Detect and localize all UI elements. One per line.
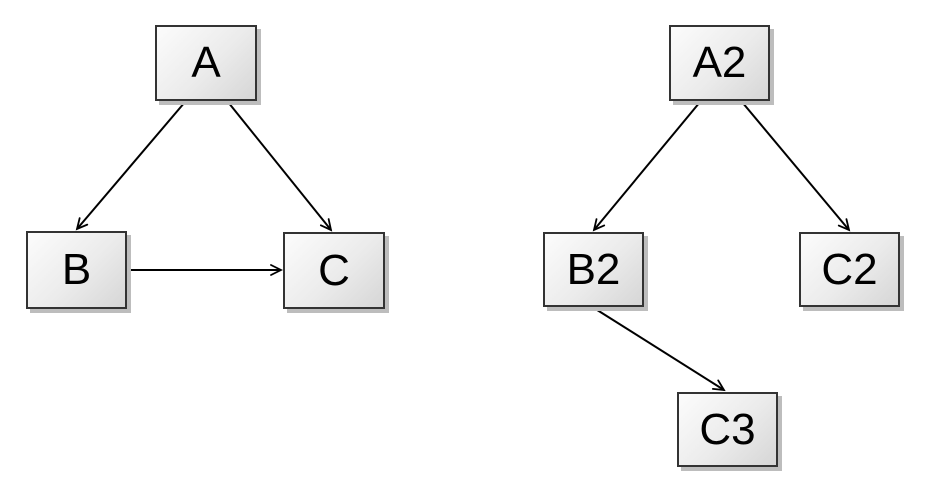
node-B2: B2 bbox=[543, 232, 644, 307]
node-C2: C2 bbox=[799, 232, 900, 307]
node-A2-label: A2 bbox=[692, 38, 747, 87]
node-C-label: C bbox=[318, 245, 350, 295]
node-B-label: B bbox=[61, 245, 92, 294]
edge-A2-B2 bbox=[594, 101, 701, 230]
node-C3: C3 bbox=[677, 392, 778, 467]
edge-A-C bbox=[227, 101, 331, 230]
node-B2-label: B2 bbox=[566, 244, 621, 294]
edge-A2-C2 bbox=[741, 101, 849, 230]
edge-B2-C3 bbox=[593, 307, 724, 390]
node-A: A bbox=[155, 25, 257, 101]
edge-A-B bbox=[77, 101, 186, 229]
node-C: C bbox=[283, 232, 385, 309]
node-C3-label: C3 bbox=[699, 404, 756, 454]
node-A2: A2 bbox=[669, 25, 770, 101]
node-B: B bbox=[26, 231, 127, 309]
node-A-label: A bbox=[191, 38, 221, 87]
node-C2-label: C2 bbox=[821, 244, 878, 294]
